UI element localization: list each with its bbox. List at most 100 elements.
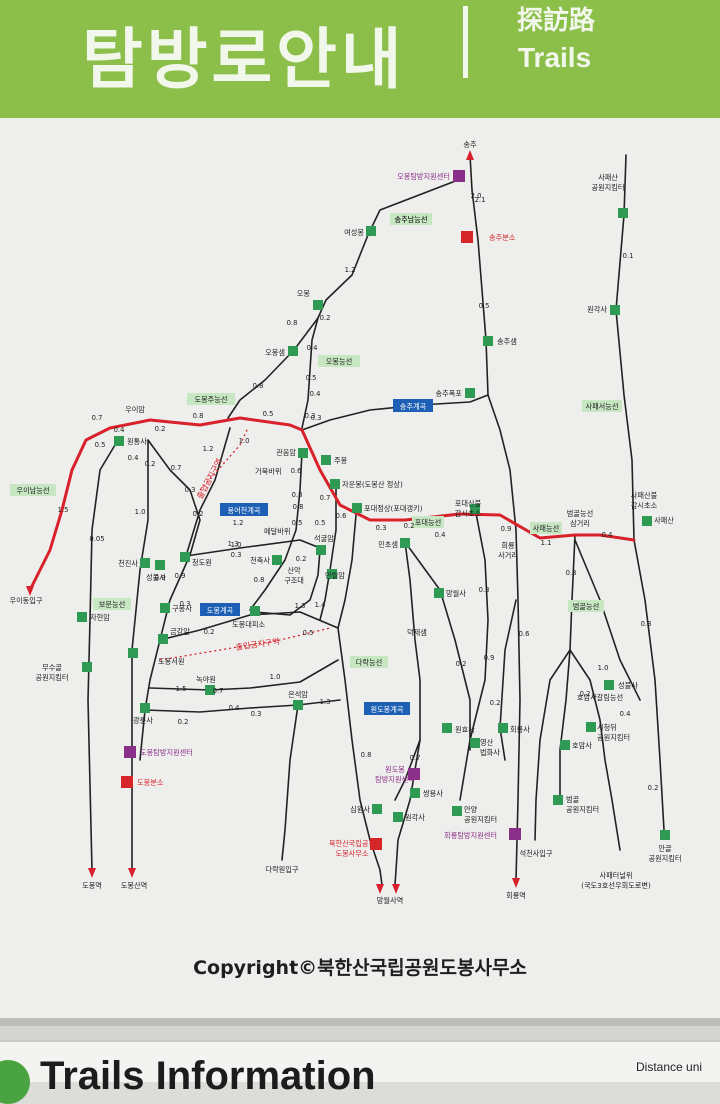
distance-label: 0.2: [193, 510, 204, 518]
marker-musugol: [82, 662, 92, 672]
title-divider: [463, 6, 468, 78]
marker-darakwon-dot: [250, 606, 260, 616]
marker-obong: [313, 300, 323, 310]
place-label-angol: 안골: [658, 844, 672, 853]
trail-yongeocheon: [185, 427, 231, 557]
place-label-wongaksa: 원각사: [587, 305, 607, 314]
marker-angol: [660, 830, 670, 840]
distance-label: 0.7: [410, 754, 421, 762]
distance-label: 0.9: [155, 574, 166, 582]
dobong-office-icon: [121, 776, 133, 788]
place-label-hoeryong-junction: 회룡: [501, 541, 515, 550]
place-label-jubong: 주봉: [334, 456, 348, 465]
distance-label: 0.8: [253, 382, 264, 390]
place-label-cheonchuksa: 천축사: [250, 556, 270, 565]
trail-euneokam: [281, 704, 299, 861]
marker-hoeryongsa: [498, 723, 508, 733]
distance-label: 0.4: [114, 426, 125, 434]
place-label-podaesanbul: 포대산불: [455, 499, 482, 508]
distance-label: 1.1: [541, 539, 552, 547]
marker-yeongsan: [470, 738, 480, 748]
distance-label: 0.6: [336, 512, 347, 520]
trail-songchu-east: [487, 394, 517, 531]
marker-gubongsa: [160, 603, 170, 613]
trail-map: 송추오봉탐방지원센터송추분소여성봉송추남능선오봉오봉샘송추샘송추폭포우이암원통사…: [9, 140, 681, 905]
marker-cheonjinsa: [140, 558, 150, 568]
place-label-angol: 공원지킴터: [648, 854, 681, 863]
place-label-simwonsa: 심원사: [350, 805, 370, 814]
marker-podaefire: [470, 504, 480, 514]
place-label-seongbulsa1: 성불사: [146, 573, 166, 582]
title-banner: 탐방로안내 探訪路 Trails: [0, 0, 720, 118]
distance-label: 0.1: [623, 252, 634, 260]
ridge-label-dobongju-ridge: 도봉주능선: [194, 395, 227, 404]
restricted-label-restricted-1: 출입금지구역: [195, 457, 225, 501]
valley-label-boxes: [200, 399, 433, 715]
distance-label: 1.2: [233, 519, 244, 527]
place-label-dobongseowon: 도봉서원: [158, 657, 184, 666]
distance-label: 0.5: [263, 410, 274, 418]
trail-darak: [337, 627, 371, 841]
distance-label: 0.7: [213, 687, 224, 695]
distance-label: 0.8: [361, 751, 372, 759]
trail-mangwolsa: [404, 541, 471, 751]
place-label-songchufalls: 송추폭포: [436, 389, 463, 398]
place-label-jaunbong: 자운봉(도봉산 정상): [342, 480, 403, 489]
trail-obong-ridge: [301, 317, 319, 429]
distance-label: 1.3: [228, 540, 239, 548]
distance-label: 0.4: [307, 344, 318, 352]
arrow-mangwolsayeok-2: [392, 884, 400, 894]
distance-label: 0.9: [175, 572, 186, 580]
place-label-podaesanbul: 감시초소: [455, 509, 482, 518]
place-label-maedalbawi: 메달바위: [264, 527, 290, 536]
distance-label: 0.5: [315, 519, 326, 527]
distance-label: 1.5: [58, 506, 69, 514]
place-label-beomgol-junction: 범골능선: [567, 509, 593, 518]
place-label-obong: 오봉: [297, 289, 311, 298]
place-label-manwolam: 만월암: [325, 571, 345, 580]
marker-simwonsa: [372, 804, 382, 814]
place-label-gwaneumam: 관음암: [276, 448, 296, 457]
marker-cheonchuksa: [272, 555, 282, 565]
distance-label: 2.0: [471, 192, 482, 200]
place-label-ssangyongsa: 쌍용사: [423, 789, 443, 798]
distance-label: 2.1: [475, 196, 486, 204]
place-label-mangwolsayeok: 망월사역: [377, 896, 403, 905]
distance-label: 0.4: [602, 531, 613, 539]
place-label-yeoseongbong: 여성봉: [344, 228, 364, 237]
distance-label: 1.3: [295, 602, 306, 610]
marker-manwolam: [327, 569, 337, 579]
distance-label: 0.2: [648, 784, 659, 792]
ridge-label-beomgol-ridge: 범골능선: [573, 602, 599, 611]
arrow-dobongsanyeok: [128, 868, 136, 878]
marker-wongaksa: [610, 305, 620, 315]
distance-label: 0.3: [185, 486, 196, 494]
distance-label: 1.3: [320, 698, 331, 706]
distance-label: 0.9: [484, 654, 495, 662]
distance-label: 0.3: [479, 586, 490, 594]
wondo-center-icon: [408, 768, 420, 780]
distance-label: 0.3: [311, 414, 322, 422]
ridge-label-uinam-ridge: 우이남능선: [16, 486, 49, 495]
distance-label: 0.2: [178, 718, 189, 726]
trail-gwangryun: [144, 699, 341, 713]
place-label-dobongsanyeok: 도봉산역: [121, 881, 147, 890]
place-label-wontongsa: 원통사: [127, 437, 147, 446]
place-label-dobongyeok: 도봉역: [82, 881, 102, 890]
place-label-sichungdwi: 공원지킴터: [597, 733, 630, 742]
distance-unit-label: Distance uni: [636, 1060, 703, 1074]
place-label-hoamsa: 호암사: [572, 741, 592, 750]
distance-label: 0.4: [620, 710, 631, 718]
place-label-darakwon: 다락원입구: [265, 865, 298, 874]
place-label-seokgulam: 석굴암: [314, 534, 334, 543]
place-label-sanak: 구조대: [284, 576, 304, 585]
place-label-seokcheonsa: 석천사입구: [519, 849, 552, 858]
exit-arrows: [26, 150, 520, 894]
valley-label-dobong-valley: 도봉계곡: [207, 606, 234, 615]
marker-geumgangam: [158, 634, 168, 644]
place-label-euneokam: 은석암: [288, 690, 308, 699]
distance-label: 0.4: [229, 704, 240, 712]
arrow-uidong: [26, 586, 34, 596]
place-label-sapaesan-fire: 감시초소: [631, 501, 658, 510]
marker-nokyawon: [205, 685, 215, 695]
